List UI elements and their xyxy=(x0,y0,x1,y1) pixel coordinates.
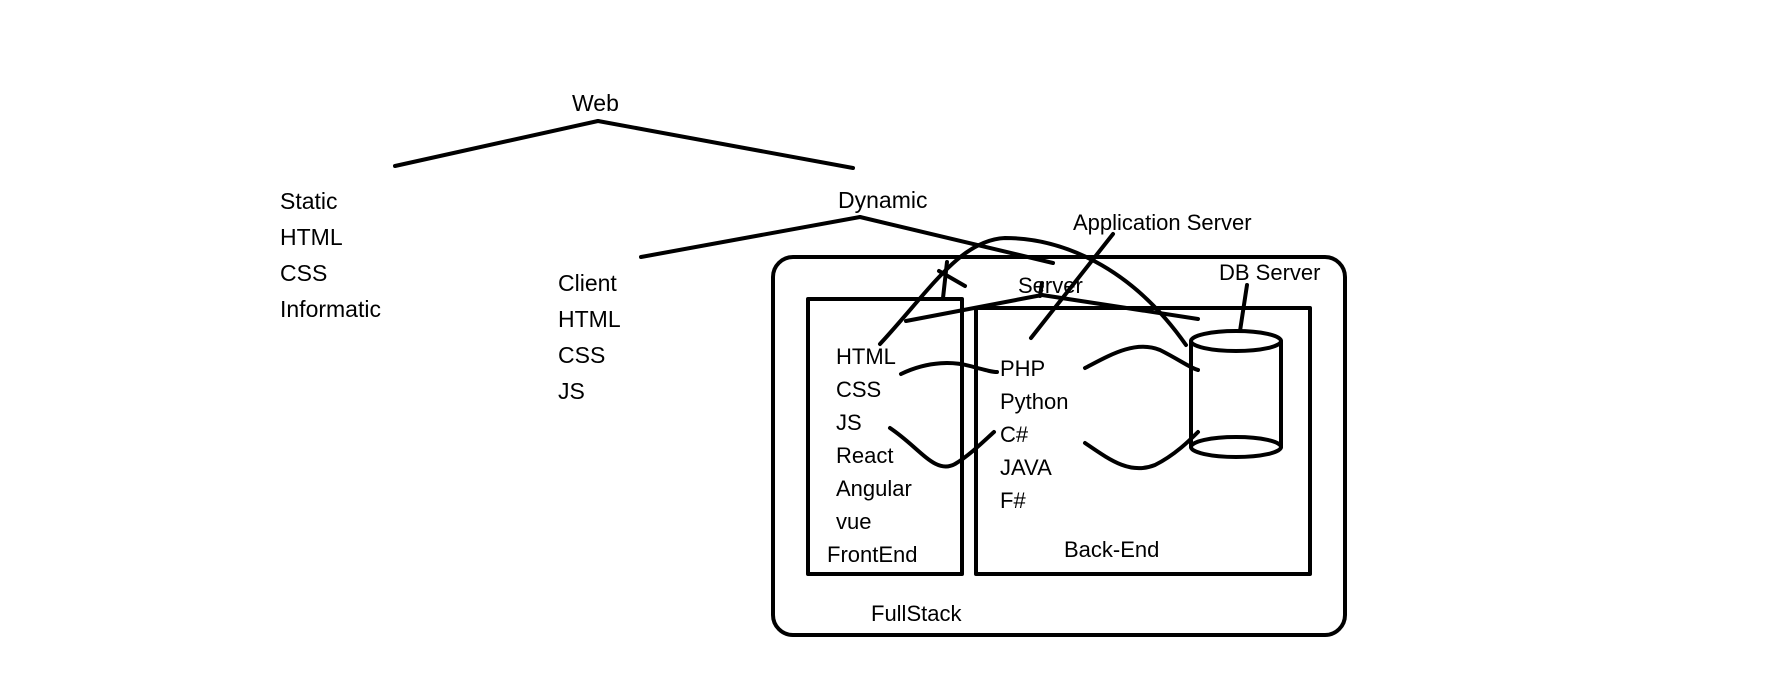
dynamic-label: Dynamic xyxy=(838,187,928,213)
db-cylinder-body xyxy=(1189,339,1283,449)
server-to-backend-line xyxy=(1040,293,1200,321)
frontend-js-label: JS xyxy=(836,410,862,435)
dynamic-to-client-line xyxy=(639,215,862,259)
frontend-react-label: React xyxy=(836,443,894,468)
php-to-db-wave xyxy=(1083,344,1200,372)
db-cylinder-bottom xyxy=(1189,435,1283,459)
csharp-to-db-wave xyxy=(1083,430,1200,471)
root-label: Web xyxy=(572,90,619,116)
frontend-vue-label: vue xyxy=(836,509,872,534)
client-css-label: CSS xyxy=(558,342,606,368)
frontend-to-db-arc xyxy=(878,236,1188,347)
frontend-title-label: FrontEnd xyxy=(827,542,918,567)
static-css-label: CSS xyxy=(280,260,328,286)
db-server-label: DB Server xyxy=(1219,260,1321,285)
backend-php-label: PHP xyxy=(1000,356,1046,381)
server-label: Server xyxy=(1018,273,1083,298)
backend-fsharp-label: F# xyxy=(1000,488,1026,513)
static-html-label: HTML xyxy=(280,224,343,250)
server-tick-line xyxy=(1038,281,1044,298)
db-cylinder-top xyxy=(1189,329,1283,353)
cross-mark xyxy=(937,260,967,300)
app-server-pointer-line xyxy=(1029,232,1115,340)
backend-java-label: JAVA xyxy=(1000,455,1052,480)
css-to-php-wave xyxy=(899,361,999,376)
frontend-css-label: CSS xyxy=(836,377,882,402)
static-label: Static xyxy=(280,188,338,214)
client-js-label: JS xyxy=(558,378,585,404)
web-to-dynamic-line xyxy=(596,119,855,170)
db-server-pointer-line xyxy=(1238,283,1249,333)
backend-box xyxy=(974,306,1312,576)
server-to-frontend-line xyxy=(904,293,1044,323)
fullstack-box xyxy=(771,255,1347,637)
backend-csharp-label: C# xyxy=(1000,422,1029,447)
frontend-angular-label: Angular xyxy=(836,476,912,501)
fullstack-label: FullStack xyxy=(871,601,962,626)
client-html-label: HTML xyxy=(558,306,621,332)
backend-title-label: Back-End xyxy=(1064,537,1160,562)
client-label: Client xyxy=(558,270,617,296)
frontend-box xyxy=(806,297,964,576)
static-informatic-label: Informatic xyxy=(280,296,381,322)
web-to-static-line xyxy=(393,119,600,168)
backend-python-label: Python xyxy=(1000,389,1069,414)
application-server-label: Application Server xyxy=(1073,210,1252,235)
frontend-html-label: HTML xyxy=(836,344,896,369)
js-to-csharp-wave xyxy=(888,426,996,469)
